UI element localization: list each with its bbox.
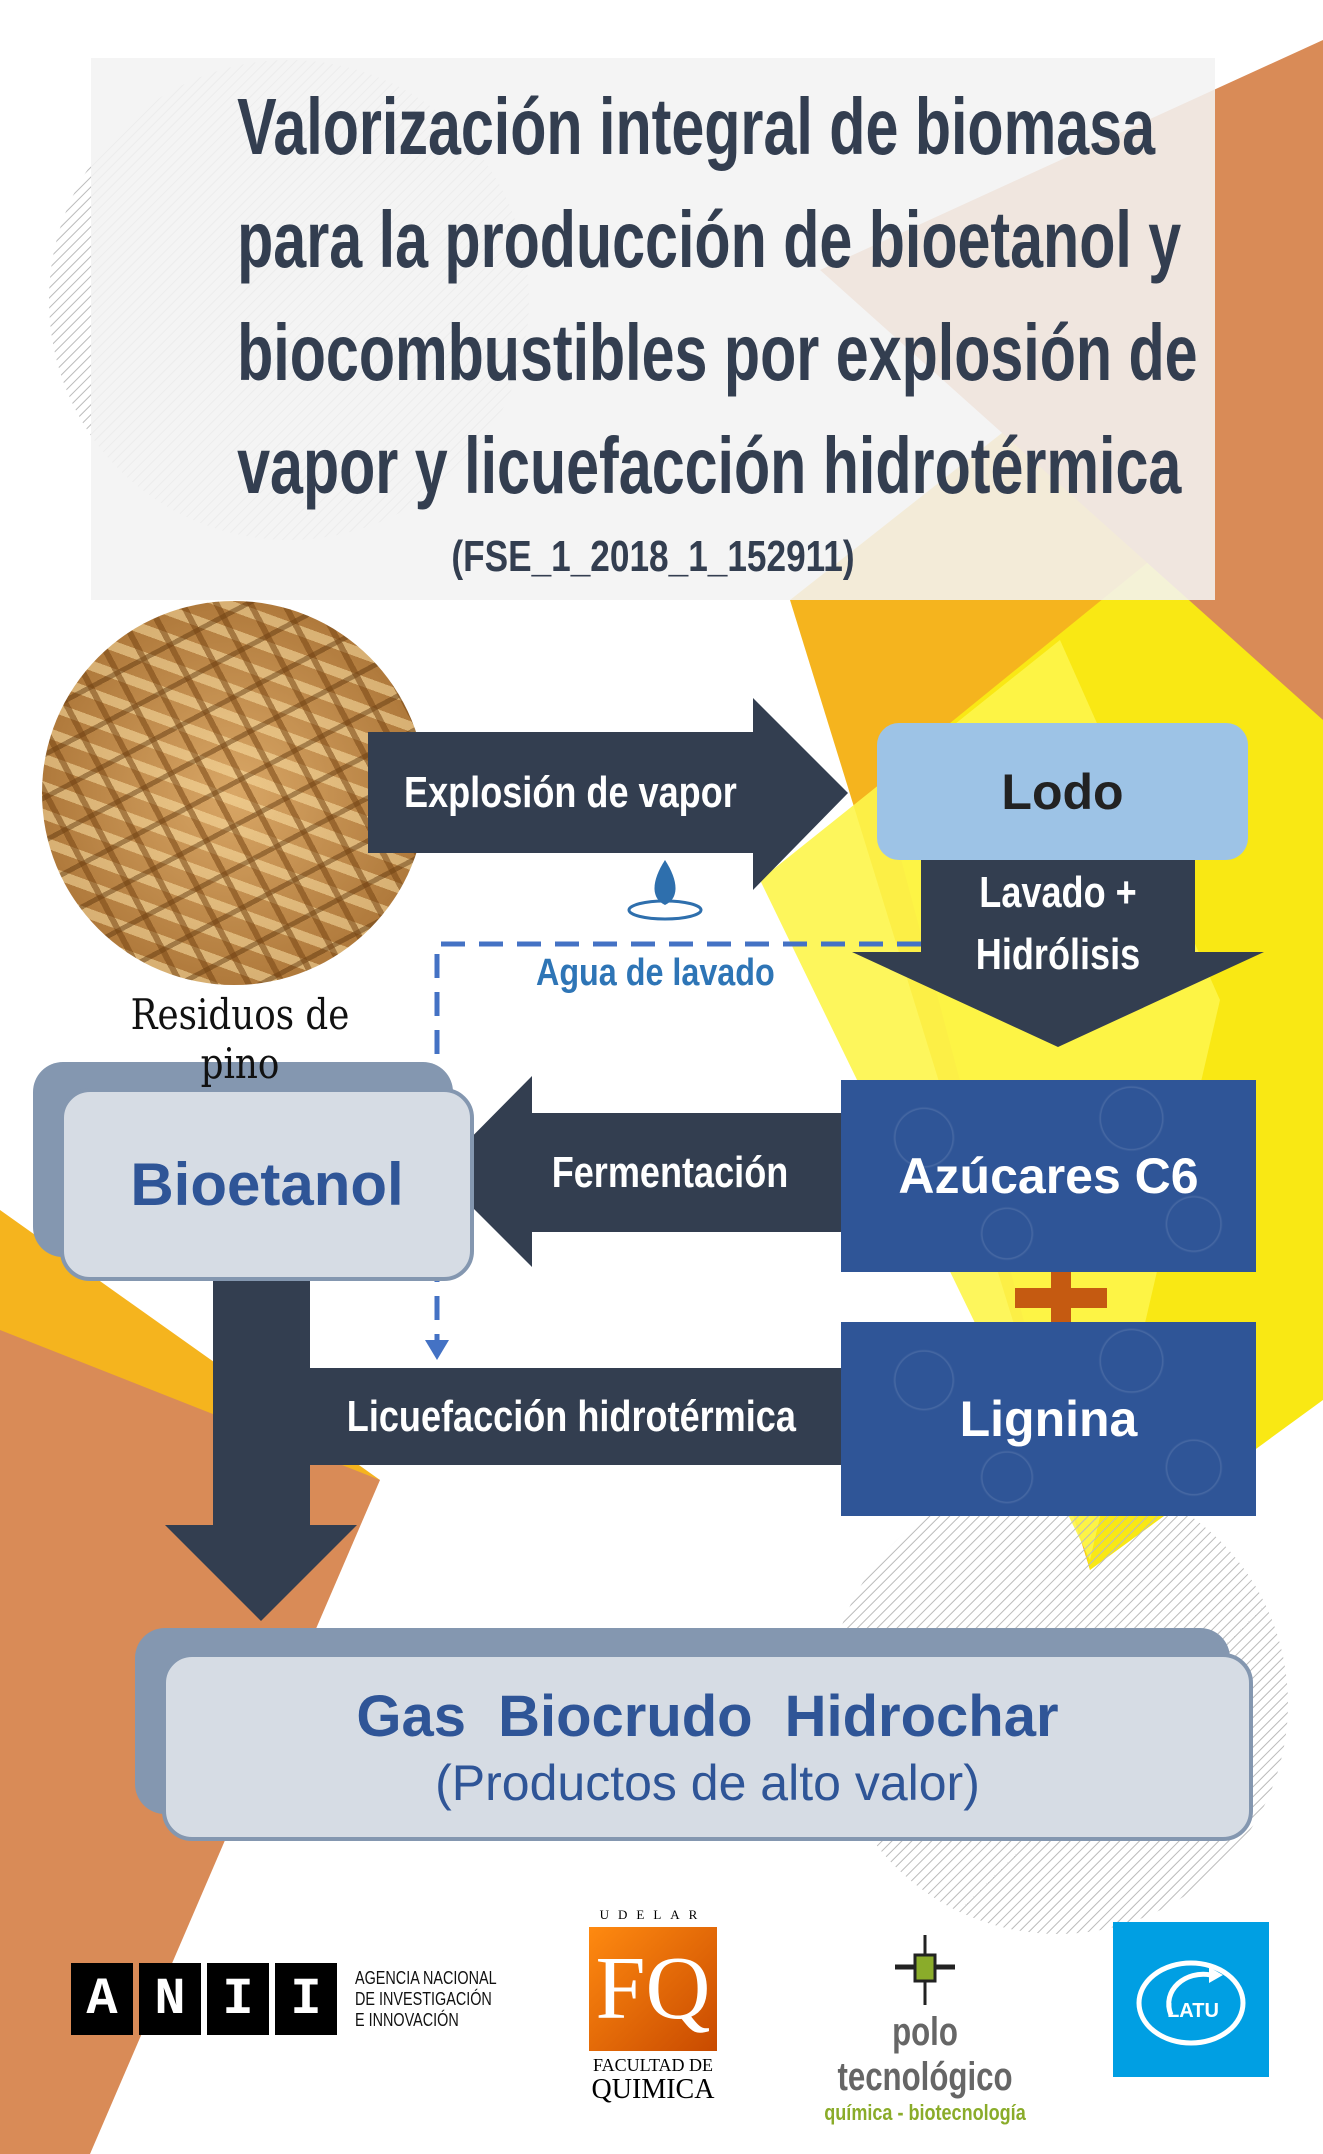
washing-label: Lavado + — [979, 868, 1137, 917]
product-biocrude: Biocrudo — [498, 1683, 753, 1749]
product-gas: Gas — [356, 1683, 467, 1749]
down-arrow-to-products — [165, 1278, 357, 1621]
fq-text: QUIMICA — [591, 2074, 715, 2105]
anii-logo: A N I I AGENCIA NACIONAL DE INVESTIGACIÓ… — [71, 1963, 532, 2035]
anii-text-line: AGENCIA NACIONAL — [355, 1967, 497, 1988]
page-title: Valorización integral de biomasa para la… — [237, 70, 1198, 522]
fq-mark: FQ — [589, 1927, 717, 2051]
pine-residue-image — [42, 601, 426, 985]
products-box: Gas Biocrudo Hidrochar (Productos de alto … — [162, 1653, 1253, 1841]
htl-label: Licuefacción hidrotérmica — [346, 1392, 796, 1441]
fq-logo: UDELAR FQ FACULTAD DE QUIMICA — [588, 1907, 718, 2104]
feedstock-caption: Residuos de pino — [130, 990, 350, 1088]
steam-explosion-arrow — [368, 698, 848, 890]
wash-water-label: Agua de lavado — [536, 952, 775, 994]
latu-logo: LATU — [1113, 1922, 1269, 2077]
sludge-box: Lodo — [877, 723, 1248, 860]
fq-text: FACULTAD DE — [592, 2055, 714, 2075]
polo-tecnologico-logo: polo tecnológico química - biotecnología — [780, 1935, 1070, 2126]
water-drop-icon — [627, 860, 703, 921]
fermentation-label: Fermentación — [551, 1148, 789, 1197]
polo-name: polo tecnológico — [837, 2010, 1013, 2099]
anii-letter: A — [71, 1963, 133, 2035]
latu-text: LATU — [1167, 2000, 1219, 2022]
products-list: Gas Biocrudo Hidrochar — [340, 1683, 1074, 1750]
title-line: vapor y licuefacción hidrotérmica — [237, 421, 1182, 510]
lignin-box: Lignina — [841, 1322, 1256, 1516]
steam-explosion-label: Explosión de vapor — [404, 768, 737, 817]
project-code: (FSE_1_2018_1_152911) — [451, 532, 855, 581]
polo-subtitle: química - biotecnología — [824, 2100, 1026, 2125]
anii-letter: I — [207, 1963, 269, 2035]
washing-hydrolysis-label: Lavado + Hidrólisis — [946, 862, 1171, 986]
fermentation-arrow — [437, 1076, 841, 1267]
title-line: biocombustibles por explosión de — [237, 308, 1198, 397]
anii-text-line: E INNOVACIÓN — [355, 2009, 459, 2030]
hydrolysis-label: Hidrólisis — [975, 930, 1141, 979]
anii-text-line: DE INVESTIGACIÓN — [355, 1988, 492, 2009]
anii-letter: N — [139, 1963, 201, 2035]
title-panel — [91, 58, 1215, 600]
product-hydrochar: Hidrochar — [784, 1683, 1059, 1749]
latu-swirl-icon: LATU — [1136, 1960, 1246, 2045]
bioethanol-box: Bioetanol — [60, 1088, 474, 1281]
anii-letter: I — [275, 1963, 337, 2035]
polo-cross-icon — [895, 1935, 955, 2005]
title-line: para la producción de bioetanol y — [237, 195, 1182, 284]
sugars-box: Azúcares C6 — [841, 1080, 1256, 1272]
udelar-label: UDELAR — [599, 1907, 707, 1922]
title-line: Valorización integral de biomasa — [237, 82, 1156, 171]
products-note: (Productos de alto valor) — [435, 1754, 980, 1811]
dashed-arrowhead — [425, 1340, 449, 1360]
htl-bar — [310, 1368, 841, 1465]
wash-water-dashed-line — [434, 941, 921, 1340]
anii-text: AGENCIA NACIONAL DE INVESTIGACIÓN E INNO… — [355, 1968, 497, 2031]
washing-hydrolysis-arrow — [852, 860, 1264, 1047]
